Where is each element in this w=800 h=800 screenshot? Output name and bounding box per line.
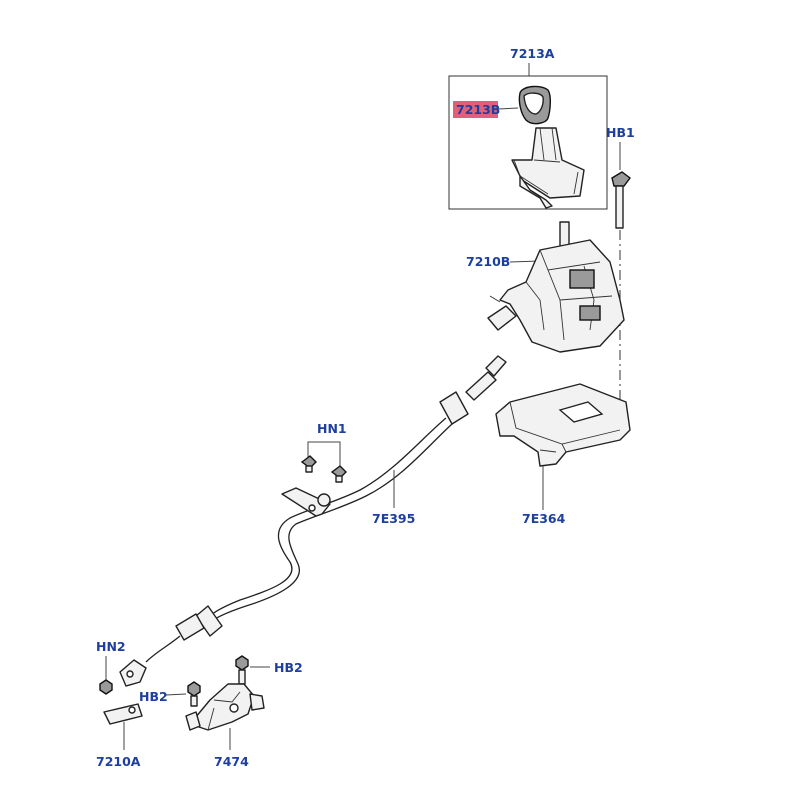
label-7213A[interactable]: 7213A xyxy=(510,46,555,61)
nut-HN2: HN2 xyxy=(96,639,126,695)
label-HB1[interactable]: HB1 xyxy=(606,125,635,140)
bracket-7474: 7474 xyxy=(185,683,265,769)
clip-HN1-part-a[interactable] xyxy=(300,455,317,473)
label-7210A[interactable]: 7210A xyxy=(96,754,141,769)
shift-cable-7E395: 7E395 xyxy=(119,355,507,687)
shifter-assembly-part[interactable] xyxy=(487,221,625,353)
shift-cable-part[interactable] xyxy=(119,355,507,687)
shift-knob-part[interactable] xyxy=(497,85,551,125)
bolt-HB1: HB1 xyxy=(606,125,635,400)
callout-7213A: 7213A 7213B xyxy=(448,46,608,210)
label-HB2-upper[interactable]: HB2 xyxy=(274,660,303,675)
bracket-7E364-part[interactable] xyxy=(495,383,631,467)
clip-HN1-part-b[interactable] xyxy=(330,465,347,483)
bolt-HB1-part[interactable] xyxy=(611,171,631,229)
nut-HN2-part[interactable] xyxy=(99,679,113,695)
label-7474[interactable]: 7474 xyxy=(214,754,249,769)
clips-HN1: HN1 xyxy=(300,421,347,483)
label-7213B[interactable]: 7213B xyxy=(456,102,500,117)
bolt-HB2-upper-part[interactable] xyxy=(235,655,249,685)
label-HN2[interactable]: HN2 xyxy=(96,639,126,654)
bolt-HB2-lower-part[interactable] xyxy=(187,681,201,707)
label-HB2-lower[interactable]: HB2 xyxy=(139,689,168,704)
shift-boot-part[interactable] xyxy=(511,127,585,209)
bracket-7474-part[interactable] xyxy=(185,683,265,731)
highlight-7213B xyxy=(453,101,498,118)
bracket-7210A-part[interactable] xyxy=(103,703,143,725)
bolt-HB2-upper: HB2 xyxy=(235,655,303,685)
label-7210B[interactable]: 7210B xyxy=(466,254,510,269)
bracket-7E364: 7E364 xyxy=(495,383,631,526)
label-HN1[interactable]: HN1 xyxy=(317,421,347,436)
callout-box xyxy=(448,75,608,210)
label-7E364[interactable]: 7E364 xyxy=(522,511,566,526)
bracket-7210A: 7210A xyxy=(96,703,143,769)
label-7E395[interactable]: 7E395 xyxy=(372,511,415,526)
shifter-assembly: 7210B xyxy=(466,221,625,353)
bolt-HB2-lower: HB2 xyxy=(139,681,201,707)
